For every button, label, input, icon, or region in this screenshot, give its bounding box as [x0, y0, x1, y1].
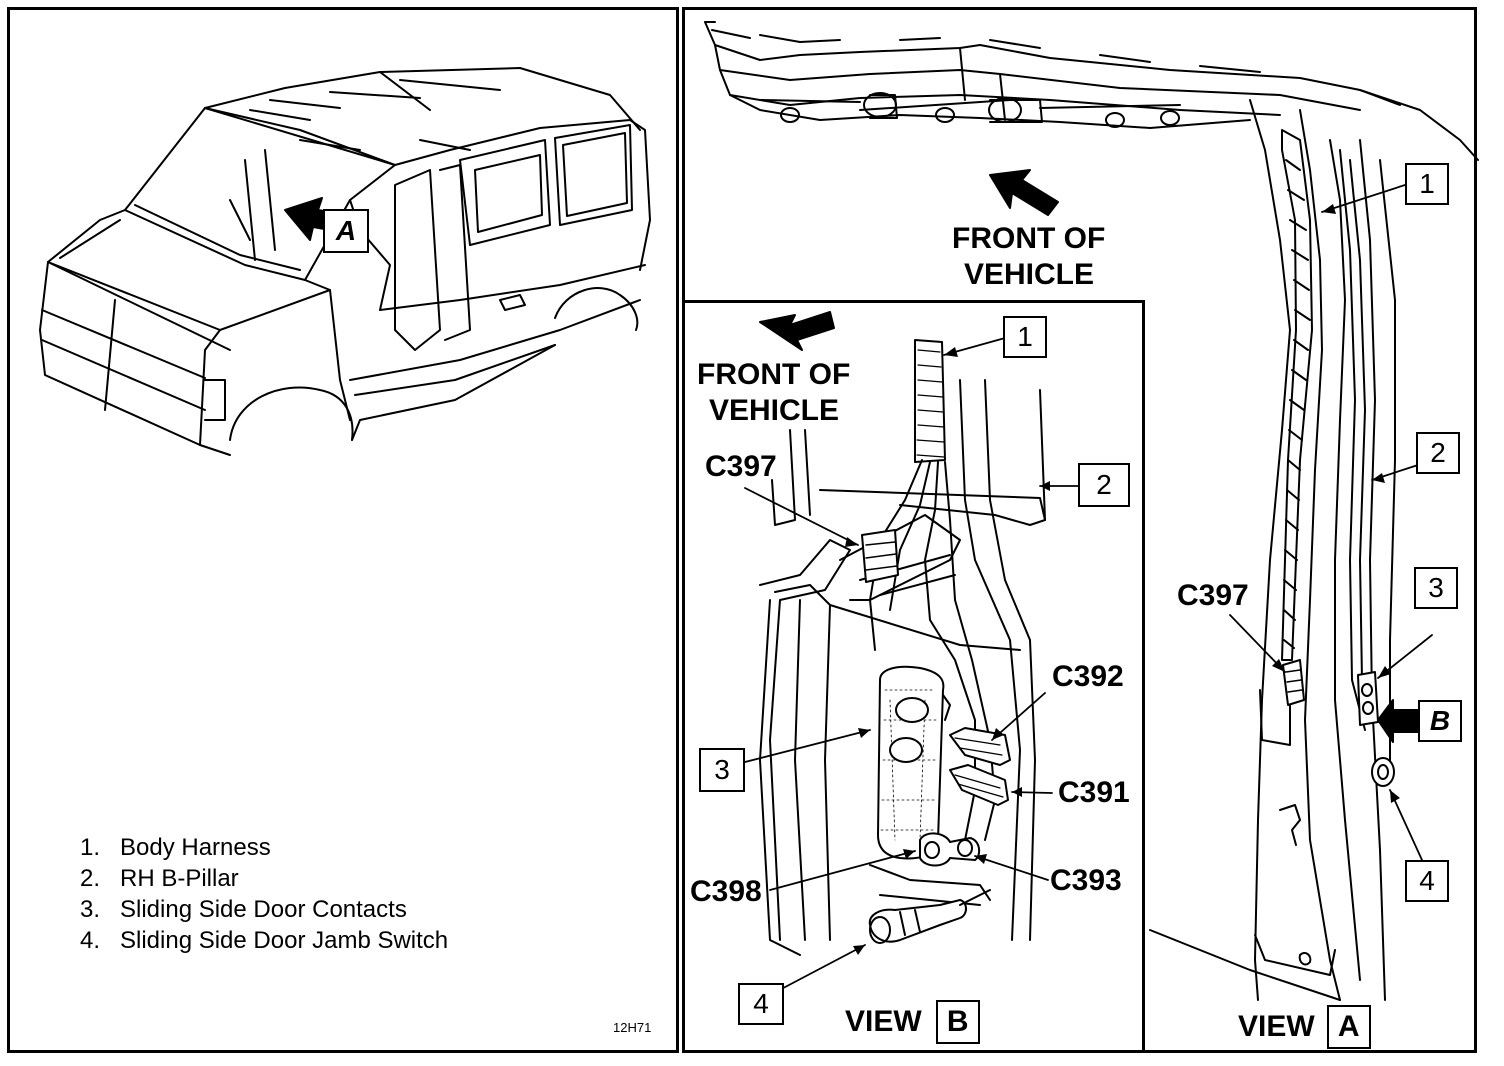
legend-number: 1. — [80, 834, 101, 861]
van-overview-panel — [7, 7, 679, 1053]
van-illustration — [39, 67, 651, 456]
legend-text: RH B-Pillar — [120, 865, 239, 892]
callout-2-view-a: 2 — [1416, 432, 1460, 474]
callout-1-view-a: 1 — [1405, 163, 1449, 205]
view-a-marker-box: A — [323, 209, 369, 253]
front-of-vehicle-label-view-a: FRONT OF VEHICLE — [952, 224, 1105, 290]
legend-item: 1. Body Harness — [80, 832, 448, 863]
legend-number: 3. — [80, 896, 101, 923]
view-b-caption: VIEW B — [845, 1000, 980, 1044]
c398-label: C398 — [690, 875, 762, 908]
c397-label-view-b: C397 — [705, 450, 777, 483]
figure-code: 12H71 — [613, 1020, 652, 1035]
front-arrow-view-b — [759, 311, 835, 351]
view-a-caption-word: VIEW — [1238, 1010, 1315, 1043]
view-a-jamb-switch — [1371, 757, 1395, 787]
view-b-c391-connector — [949, 764, 1009, 806]
view-b-panel — [682, 300, 1145, 1053]
view-b-caption-letter: B — [935, 1000, 980, 1044]
callout-1-view-b: 1 — [1003, 316, 1047, 358]
legend-text: Sliding Side Door Jamb Switch — [120, 927, 449, 954]
view-b-illustration — [759, 339, 1046, 956]
view-b-arrow — [1377, 699, 1419, 743]
view-a-illustration — [704, 21, 1479, 1001]
legend: 1. Body Harness 2. RH B-Pillar 3. Sliding S… — [80, 832, 448, 956]
legend-number: 2. — [80, 865, 101, 892]
c393-label: C393 — [1050, 864, 1122, 897]
front-arrow-view-a — [989, 169, 1059, 216]
front-of-vehicle-line-1: FRONT OF — [952, 222, 1106, 255]
view-b-marker-box: B — [1418, 700, 1462, 742]
legend-text: Body Harness — [120, 834, 271, 861]
view-a-caption: VIEW A — [1238, 1005, 1371, 1049]
front-of-vehicle-label-view-b: FRONT OF VEHICLE — [697, 360, 850, 426]
legend-item: 2. RH B-Pillar — [80, 863, 448, 894]
front-of-vehicle-line-2: VEHICLE — [964, 258, 1095, 291]
view-b-caption-word: VIEW — [845, 1005, 922, 1038]
view-a-c397-connector — [1282, 659, 1305, 706]
callout-3-view-a: 3 — [1414, 567, 1458, 609]
legend-item: 4. Sliding Side Door Jamb Switch — [80, 925, 448, 956]
front-of-vehicle-line-1: FRONT OF — [697, 358, 851, 391]
callout-4-view-b: 4 — [738, 983, 784, 1025]
view-b-c398-c393-connector — [919, 832, 981, 867]
legend-text: Sliding Side Door Contacts — [120, 896, 407, 923]
callout-2-view-b: 2 — [1078, 463, 1130, 507]
view-a-door-contacts — [1357, 671, 1379, 726]
leader-arrowheads — [845, 204, 1400, 955]
callout-4-view-a: 4 — [1405, 860, 1449, 902]
callout-3-view-b: 3 — [699, 748, 745, 792]
legend-number: 4. — [80, 927, 101, 954]
c397-label-view-a: C397 — [1177, 579, 1249, 612]
c391-label: C391 — [1058, 776, 1130, 809]
legend-item: 3. Sliding Side Door Contacts — [80, 894, 448, 925]
front-of-vehicle-line-2: VEHICLE — [709, 394, 840, 427]
view-a-caption-letter: A — [1326, 1005, 1371, 1049]
c392-label: C392 — [1052, 660, 1124, 693]
